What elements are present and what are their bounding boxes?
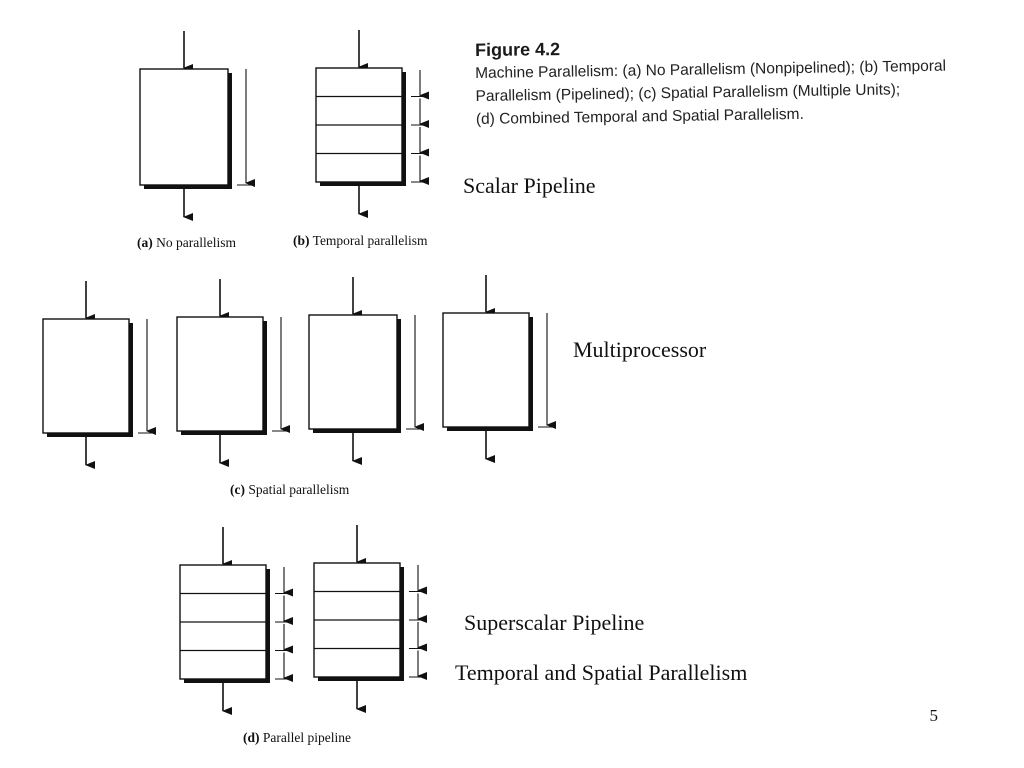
figure-caption: Machine Parallelism: (a) No Parallelism …	[475, 54, 1016, 131]
sublabel-c-letter: (c)	[230, 482, 245, 497]
sublabel-d: (d) Parallel pipeline	[243, 730, 351, 746]
unit-c1-box	[42, 318, 130, 434]
sublabel-a-letter: (a)	[137, 235, 153, 250]
sublabel-b-letter: (b)	[293, 233, 310, 248]
unit-c2-box	[176, 316, 264, 432]
figure-title: Figure 4.2	[475, 39, 561, 60]
unit-c3-box	[308, 314, 398, 430]
multiprocessor-label: Multiprocessor	[573, 337, 707, 362]
sublabel-b-text: Temporal parallelism	[312, 233, 428, 248]
sublabel-a: (a) No parallelism	[137, 235, 236, 251]
sublabel-b: (b) Temporal parallelism	[293, 233, 428, 249]
page-number: 5	[929, 706, 939, 725]
sublabel-d-text: Parallel pipeline	[262, 730, 351, 745]
sublabel-a-text: No parallelism	[156, 235, 236, 250]
sublabel-c: (c) Spatial parallelism	[230, 482, 349, 498]
temporal-spatial-label: Temporal and Spatial Parallelism	[455, 660, 748, 685]
sublabel-c-text: Spatial parallelism	[248, 482, 350, 497]
sublabel-d-letter: (d)	[243, 730, 260, 745]
unit-a-box	[139, 68, 229, 186]
scalar-pipeline-label: Scalar Pipeline	[463, 173, 596, 198]
unit-c4-box	[442, 312, 530, 428]
superscalar-pipeline-label: Superscalar Pipeline	[464, 610, 645, 635]
